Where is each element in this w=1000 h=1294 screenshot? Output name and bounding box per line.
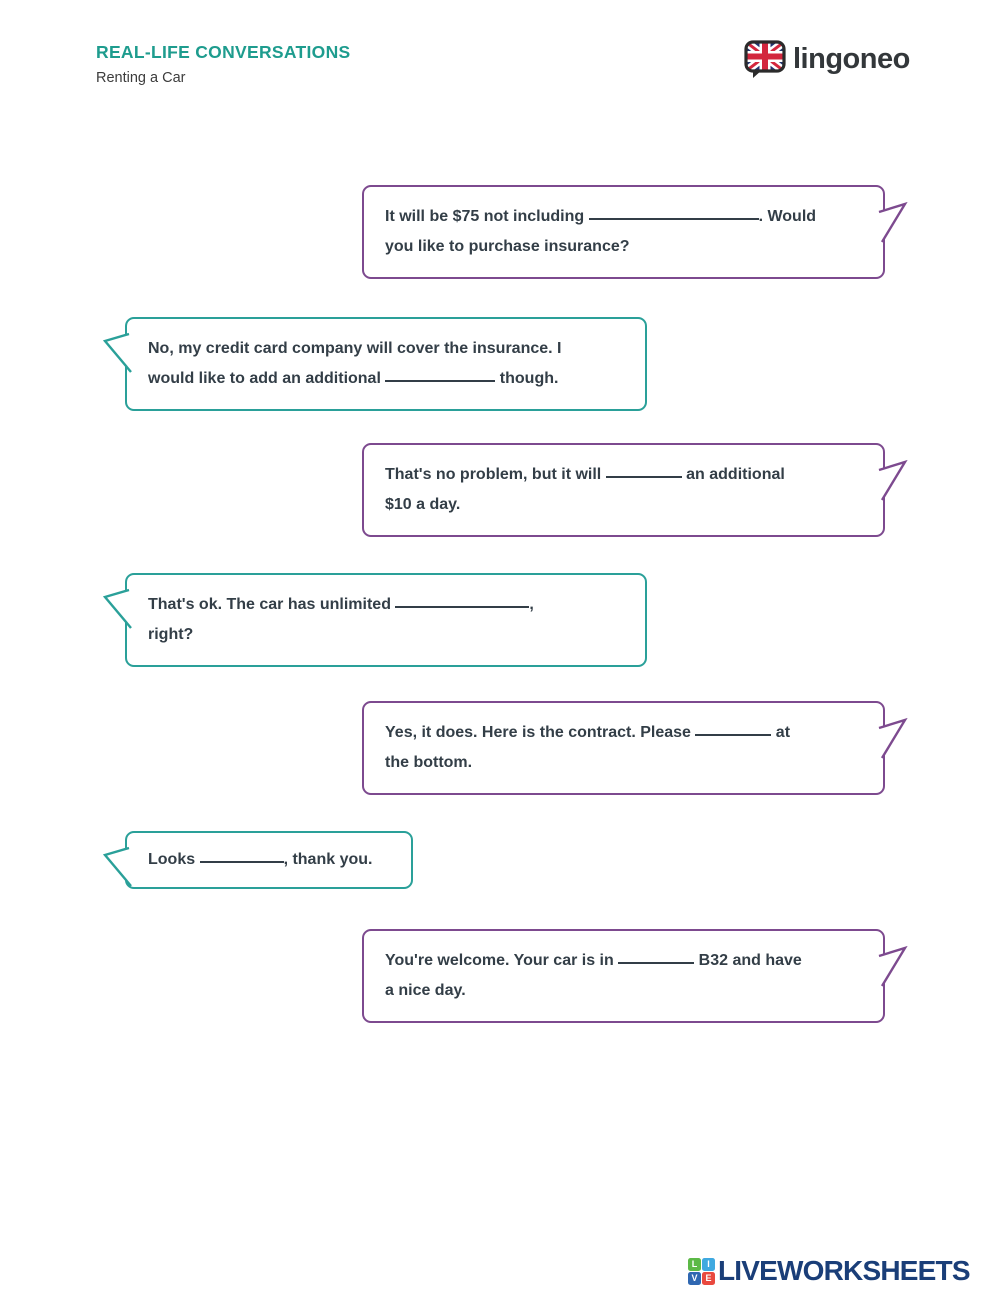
bubble-text: an additional: [681, 466, 785, 483]
bubble-text: the bottom.: [385, 754, 473, 771]
page-title: REAL-LIFE CONVERSATIONS: [96, 42, 351, 62]
bubble-text: ,: [529, 596, 534, 613]
speech-bubble-customer-1: No, my credit card company will cover th…: [102, 317, 647, 411]
bubble-tail-right-icon: [878, 201, 908, 243]
liveworksheets-logo: L I V E LIVEWORKSHEETS: [688, 1255, 971, 1287]
bubble-line: It will be $75 not including . Would: [385, 202, 862, 232]
liveworksheets-icon: L I V E: [688, 1257, 715, 1285]
blank-field[interactable]: [199, 858, 284, 863]
bubble-text: you like to purchase insurance?: [385, 238, 630, 255]
bubble-text: Looks: [148, 851, 200, 868]
bubble-text: at: [771, 724, 791, 741]
blank-field[interactable]: [605, 473, 682, 478]
bubble-line: Yes, it does. Here is the contract. Plea…: [385, 718, 862, 748]
bubble-text: You're welcome. Your car is in: [385, 952, 619, 969]
bubble-text: That's no problem, but it will: [385, 466, 606, 483]
blank-field[interactable]: [695, 731, 772, 736]
bubble-text: $10 a day.: [385, 496, 461, 513]
speech-bubble-agent-3: Yes, it does. Here is the contract. Plea…: [362, 701, 908, 795]
bubble-tail-right-icon: [878, 945, 908, 987]
speech-bubble-agent-1: It will be $75 not including . Would you …: [362, 185, 908, 279]
blank-field[interactable]: [385, 377, 496, 382]
bubble-line: the bottom.: [385, 748, 862, 778]
speech-bubble-customer-2: That's ok. The car has unlimited , right?: [102, 573, 647, 667]
bubble-line: would like to add an additional though.: [148, 364, 624, 394]
bubble-text: would like to add an additional: [148, 370, 386, 387]
bubble-text: right?: [148, 626, 194, 643]
bubble-line: $10 a day.: [385, 490, 862, 520]
bubble-text: though.: [495, 370, 559, 387]
bubble-line: Looks , thank you.: [148, 845, 390, 875]
tile-v: V: [688, 1271, 701, 1285]
bubble-tail-left-icon: [102, 846, 132, 887]
blank-field[interactable]: [618, 959, 695, 964]
header: REAL-LIFE CONVERSATIONS Renting a Car: [96, 42, 351, 86]
bubble-tail-left-icon: [102, 332, 132, 373]
liveworksheets-wordmark: LIVEWORKSHEETS: [718, 1255, 971, 1286]
speech-bubble-agent-4: You're welcome. Your car is in B32 and h…: [362, 929, 908, 1023]
bubble-text: It will be $75 not including: [385, 208, 589, 225]
bubble-line: right?: [148, 620, 624, 650]
blank-field[interactable]: [395, 603, 530, 608]
tile-e: E: [702, 1271, 715, 1285]
bubble-text: Yes, it does. Here is the contract. Plea…: [385, 724, 696, 741]
lingoneo-logo: lingoneo: [742, 38, 910, 80]
blank-field[interactable]: [588, 215, 759, 220]
bubble-text: a nice day.: [385, 982, 466, 999]
page-subtitle: Renting a Car: [96, 70, 186, 86]
bubble-line: That's ok. The car has unlimited ,: [148, 590, 624, 620]
bubble-text: , thank you.: [283, 851, 373, 868]
bubble-tail-left-icon: [102, 588, 132, 629]
bubble-line: a nice day.: [385, 976, 862, 1006]
bubble-text: That's ok. The car has unlimited: [148, 596, 396, 613]
bubble-line: No, my credit card company will cover th…: [148, 334, 624, 364]
bubble-line: You're welcome. Your car is in B32 and h…: [385, 946, 862, 976]
tile-i: I: [702, 1257, 715, 1271]
bubble-tail-right-icon: [878, 459, 908, 501]
speech-bubble-agent-2: That's no problem, but it will an additi…: [362, 443, 908, 537]
speech-bubble-customer-3: Looks , thank you.: [102, 831, 413, 889]
tile-l: L: [688, 1257, 701, 1271]
bubble-tail-right-icon: [878, 717, 908, 759]
bubble-text: . Would: [758, 208, 817, 225]
lingoneo-wordmark: lingoneo: [793, 42, 910, 75]
bubble-line: That's no problem, but it will an additi…: [385, 460, 862, 490]
bubble-text: B32 and have: [694, 952, 802, 969]
bubble-line: you like to purchase insurance?: [385, 232, 862, 262]
uk-flag-speech-bubble-icon: [744, 40, 786, 78]
bubble-text: No, my credit card company will cover th…: [148, 340, 562, 357]
